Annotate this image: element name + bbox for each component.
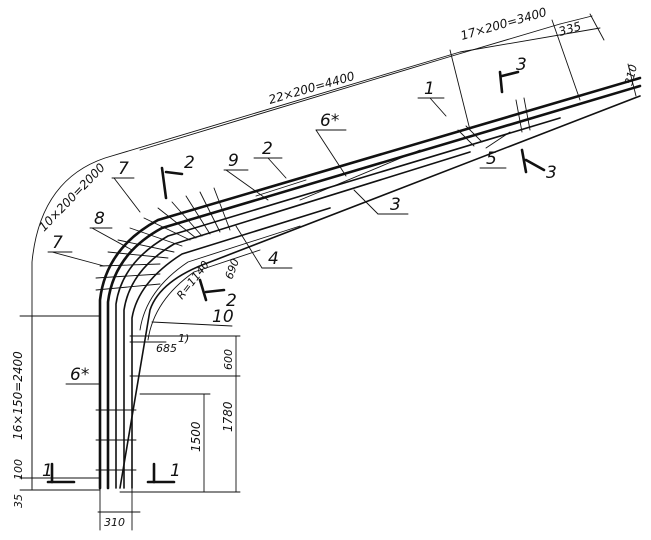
position-8: 8 <box>94 209 105 229</box>
dim-mid-d: 685 <box>156 342 177 355</box>
section-marks <box>46 70 546 484</box>
position-10: 10 <box>212 307 234 327</box>
dim-note: 1) <box>178 332 189 345</box>
dim-side-a: 16×150=2400 <box>11 351 25 440</box>
section-3-bottom: 3 <box>546 163 557 183</box>
dim-mid-a: 1500 <box>189 421 203 452</box>
outer-contour <box>31 27 601 489</box>
dim-top-c: 310 <box>622 63 640 87</box>
leaders <box>47 97 511 385</box>
section-1-right: 1 <box>170 461 181 481</box>
main-bars <box>98 76 642 490</box>
position-7a: 7 <box>118 159 129 179</box>
dim-bend-in: R=1140 <box>174 258 212 301</box>
position-1: 1 <box>424 79 435 99</box>
section-1-left: 1 <box>42 461 53 481</box>
position-9: 9 <box>228 151 239 171</box>
section-3-top: 3 <box>516 55 527 75</box>
dim-mid-b: 1780 <box>221 401 235 432</box>
dim-mid-c: 600 <box>222 349 235 370</box>
ties <box>95 125 483 471</box>
position-3: 3 <box>390 195 401 215</box>
dimension-lines <box>19 13 637 531</box>
dim-top-b: 335 <box>557 19 583 39</box>
position-5: 5 <box>486 149 497 169</box>
section-2-top: 2 <box>184 153 195 173</box>
position-6b: 6* <box>70 365 89 385</box>
dim-bottom: 310 <box>104 516 125 529</box>
position-2: 2 <box>262 139 273 159</box>
dim-top-a: 17×200=3400 <box>459 5 549 43</box>
position-6a: 6* <box>320 111 339 131</box>
section-2-bottom: 2 <box>226 291 237 311</box>
dim-side-b: 100 <box>12 459 25 480</box>
dim-bend-r: 690 <box>223 257 242 281</box>
position-7b: 7 <box>52 233 63 253</box>
dim-long-a: 22×200=4400 <box>267 69 357 107</box>
break-mark <box>515 97 531 133</box>
position-4: 4 <box>268 249 279 269</box>
dim-side-c: 35 <box>12 494 25 508</box>
